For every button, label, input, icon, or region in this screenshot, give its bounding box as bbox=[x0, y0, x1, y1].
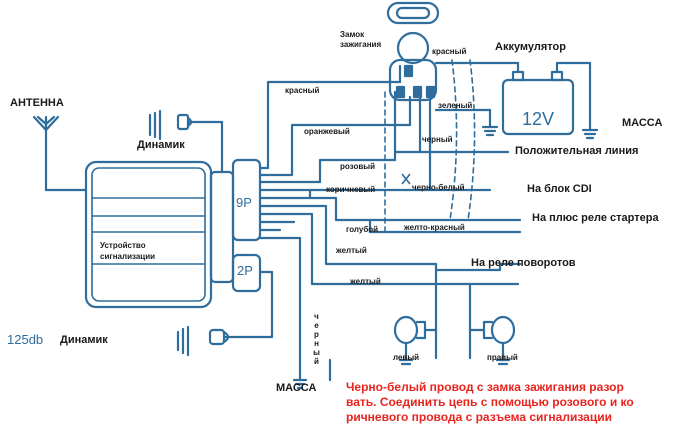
positive-line-label: Положительная линия bbox=[515, 145, 639, 157]
connector-2p-label: 2P bbox=[237, 263, 253, 278]
connector-9p-label: 9P bbox=[236, 195, 252, 210]
yellow-wire-2-label: желтый bbox=[350, 277, 381, 286]
note-line-1: Черно-белый провод с замка зажигания раз… bbox=[346, 380, 624, 394]
ground-right-label: МАССА bbox=[622, 117, 663, 129]
speaker-db-label: 125db bbox=[7, 332, 44, 347]
red-wire-label: красный bbox=[285, 86, 320, 95]
battery-voltage-label: 12V bbox=[522, 109, 555, 129]
right-lamp-label: правый bbox=[487, 353, 518, 362]
turn-relay-label: На реле поворотов bbox=[471, 257, 576, 269]
ground-bottom-label: МАССА bbox=[276, 382, 317, 394]
red-top-label: красный bbox=[432, 47, 467, 56]
black-white-wire-label: черно-белый bbox=[412, 183, 465, 192]
note-line-3: ричневого провода с разъема сигнализации bbox=[346, 410, 612, 424]
connector-9p-box bbox=[231, 158, 262, 242]
alarm-unit-box bbox=[84, 160, 213, 309]
turn-signal-lamp-icon bbox=[393, 315, 438, 366]
blue-wire-label: голубой bbox=[346, 225, 379, 234]
speaker-bottom-label: Динамик bbox=[60, 334, 108, 346]
ignition-lock-label: Замок зажигания bbox=[340, 30, 382, 49]
battery-icon bbox=[501, 61, 599, 140]
pink-wire-label: розовый bbox=[340, 162, 375, 171]
turn-signal-lamp-icon bbox=[468, 315, 516, 366]
antenna-icon bbox=[32, 115, 88, 192]
left-lamp-label: левый bbox=[393, 353, 420, 362]
cdi-label: На блок CDI bbox=[527, 183, 592, 195]
yellow-red-wire-label: желто-красный bbox=[404, 223, 465, 232]
green-wire-label: зеленый bbox=[438, 101, 473, 110]
alarm-unit-label: Устройство сигнализации bbox=[100, 241, 156, 261]
yellow-wire-1-label: желтый bbox=[336, 246, 367, 255]
speaker-top-label: Динамик bbox=[137, 139, 185, 151]
speaker-icon bbox=[176, 270, 274, 357]
orange-wire-label: оранжевый bbox=[304, 127, 350, 136]
battery-label: Аккумулятор bbox=[495, 41, 566, 53]
black-vertical-label: черный bbox=[312, 312, 321, 366]
antenna-label: АНТЕННА bbox=[10, 97, 64, 109]
starter-relay-label: На плюс реле стартера bbox=[532, 212, 659, 224]
black-white-cut bbox=[401, 173, 411, 185]
ignition-lock-icon bbox=[386, 1, 440, 102]
note-line-2: вать. Соединить цепь с помощью розового … bbox=[346, 395, 634, 409]
wiring-note: Черно-белый провод с замка зажигания раз… bbox=[346, 380, 696, 425]
brown-wire-label: коричневый bbox=[326, 185, 376, 194]
black-wire-label: черный bbox=[422, 135, 453, 144]
speaker-icon bbox=[148, 109, 224, 174]
